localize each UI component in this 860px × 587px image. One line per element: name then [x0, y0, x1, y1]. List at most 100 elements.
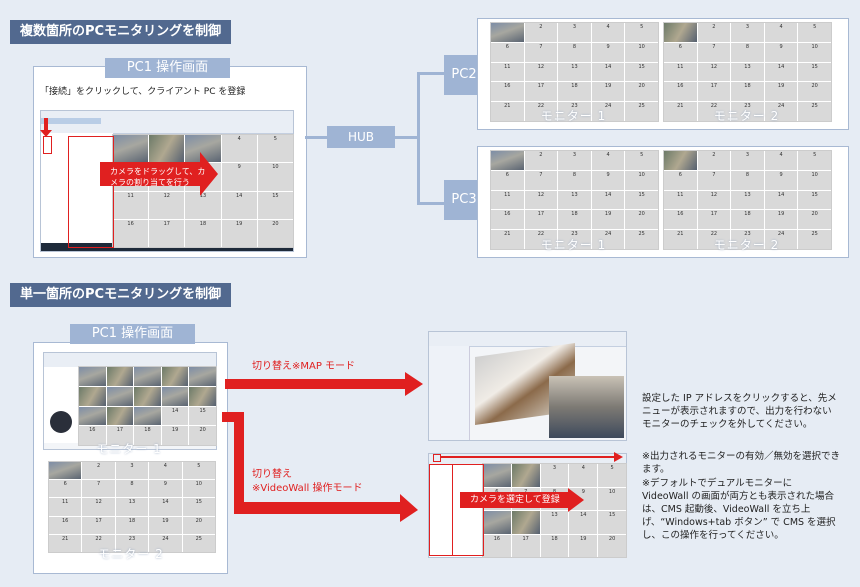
grid-cell: 5 [625, 151, 658, 170]
grid-cell: 22 [82, 534, 115, 552]
tile-number: 18 [144, 427, 151, 434]
connector-line [305, 136, 327, 139]
grid-cell[interactable]: 18 [540, 534, 569, 557]
grid-cell: 16 [491, 210, 524, 230]
tile-number: 14 [604, 63, 612, 70]
tile-number: 2 [97, 463, 101, 469]
tile-number: 19 [171, 427, 179, 434]
grid-cell[interactable] [483, 511, 511, 534]
grid-cell[interactable] [149, 135, 185, 163]
tile-number: 21 [504, 103, 511, 110]
grid-cell[interactable]: 10 [598, 487, 626, 510]
tile-number: 3 [572, 24, 577, 30]
grid-cell: 20 [625, 82, 658, 102]
tile-number: 14 [162, 499, 169, 506]
tile-number: 10 [608, 488, 616, 495]
grid-cell[interactable]: 11 [113, 191, 149, 219]
grid-cell[interactable]: 12 [149, 191, 185, 219]
grid-cell: 22 [524, 230, 558, 249]
grid-cell: 20 [625, 210, 658, 230]
tile-number: 6 [505, 171, 509, 178]
grid-cell[interactable] [483, 464, 511, 487]
tile-number: 12 [710, 63, 718, 70]
grid-cell[interactable]: 18 [185, 219, 221, 247]
tile-number: 14 [777, 191, 785, 198]
grid-cell[interactable]: 4 [221, 135, 257, 163]
tile-number: 18 [128, 517, 136, 524]
grid-cell[interactable]: 13 [540, 511, 569, 534]
down-arrow-head-icon [40, 130, 52, 137]
grid-cell[interactable]: 4 [569, 464, 598, 487]
grid-cell: 2 [524, 23, 558, 42]
grid-cell: 13 [558, 62, 591, 82]
grid-cell[interactable]: 13 [185, 191, 221, 219]
tile-number: 6 [505, 43, 509, 50]
grid-cell[interactable] [511, 511, 540, 534]
tile-number: 23 [571, 103, 578, 110]
pc1-single-panel-title: PC1 操作画面 [70, 324, 195, 344]
grid-cell[interactable]: 10 [257, 163, 293, 191]
grid-cell: 18 [731, 82, 764, 102]
grid-cell: 20 [798, 210, 831, 230]
grid-cell: 7 [697, 42, 731, 62]
tile-number: 10 [811, 43, 818, 50]
grid-cell[interactable] [113, 135, 149, 163]
tile-number: 21 [677, 103, 684, 110]
grid-cell: 4 [764, 151, 798, 170]
grid-cell: 14 [764, 190, 798, 210]
grid-cell[interactable]: 16 [113, 219, 149, 247]
grid-cell: 10 [798, 170, 831, 190]
tile-number: 23 [744, 231, 751, 238]
grid-cell[interactable]: 20 [257, 219, 293, 247]
tile-number: 3 [745, 152, 750, 158]
grid-cell[interactable]: 19 [221, 219, 257, 247]
single-monitor1-label: モニター 1 [96, 442, 162, 456]
tile-number: 22 [95, 535, 102, 542]
connector-line [395, 136, 419, 139]
tile-number: 5 [813, 24, 817, 30]
tile-number: 14 [777, 63, 785, 70]
tile-number: 7 [524, 488, 528, 495]
grid-cell[interactable]: 19 [569, 534, 598, 557]
grid-cell[interactable]: 15 [257, 191, 293, 219]
grid-cell[interactable]: 5 [257, 135, 293, 163]
grid-cell: 3 [731, 151, 764, 170]
videowall-mode-arrow-icon [222, 412, 418, 522]
tile-number: 11 [677, 191, 684, 198]
grid-cell[interactable]: 14 [221, 191, 257, 219]
tile-number: 17 [116, 427, 124, 434]
tile-number: 4 [606, 24, 610, 30]
grid-cell[interactable]: 9 [221, 163, 257, 191]
grid-cell[interactable] [511, 464, 540, 487]
grid-cell [491, 23, 524, 42]
videowall-camera-highlight [452, 464, 484, 556]
grid-cell: 13 [731, 190, 764, 210]
grid-cell[interactable]: 3 [540, 464, 569, 487]
tile-number: 20 [638, 211, 645, 218]
grid-cell: 9 [764, 170, 798, 190]
tile-number: 4 [606, 152, 610, 158]
tile-number: 24 [777, 231, 785, 238]
tile-number: 23 [571, 231, 578, 238]
hub-label: HUB [327, 126, 395, 148]
tile-number: 16 [127, 220, 134, 227]
grid-cell: 6 [49, 480, 82, 498]
tile-number: 22 [537, 231, 545, 238]
grid-cell[interactable]: 20 [598, 534, 626, 557]
pc1-panel-title: PC1 操作画面 [105, 58, 230, 78]
tile-number: 15 [811, 63, 818, 70]
tile-number: 7 [712, 171, 716, 178]
grid-cell[interactable]: 15 [598, 511, 626, 534]
grid-cell[interactable]: 5 [598, 464, 626, 487]
grid-cell: 5 [798, 23, 831, 42]
grid-cell: 13 [731, 62, 764, 82]
grid-cell[interactable]: 17 [511, 534, 540, 557]
grid-cell[interactable]: 16 [483, 534, 511, 557]
ip-address-highlight [433, 454, 441, 462]
tile-number: 9 [237, 164, 241, 171]
grid-cell[interactable]: 14 [569, 511, 598, 534]
grid-cell[interactable]: 17 [149, 219, 185, 247]
grid-cell: 12 [524, 190, 558, 210]
tile-number: 18 [571, 83, 578, 90]
